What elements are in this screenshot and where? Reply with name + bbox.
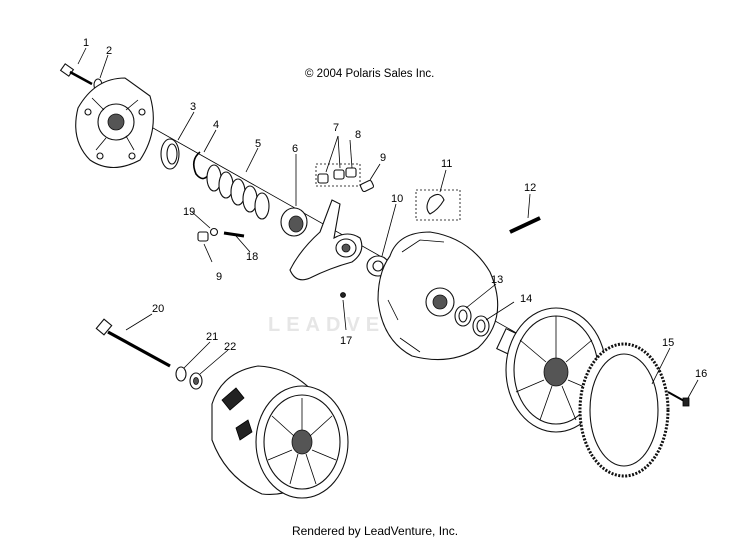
assembled-clutch[interactable]: [211, 365, 349, 499]
footer-credit: Rendered by LeadVenture, Inc.: [291, 524, 459, 538]
callout-5: 5: [255, 138, 261, 150]
callout-16: 16: [695, 368, 707, 380]
part-6-spider-bushing[interactable]: [280, 207, 308, 237]
callout-6: 6: [292, 143, 298, 155]
callout-9-upper: 9: [380, 152, 386, 164]
callout-8: 8: [355, 129, 361, 141]
part-15-ring-gear[interactable]: [578, 342, 670, 478]
moveable-sheave[interactable]: [377, 231, 499, 361]
part-12-pin[interactable]: [509, 216, 541, 234]
callout-7: 7: [333, 122, 339, 134]
part-18-pin[interactable]: [223, 231, 245, 238]
callout-10: 10: [391, 193, 403, 205]
callout-11: 11: [441, 158, 452, 170]
part-1-bolt[interactable]: [59, 63, 93, 86]
copyright-text: © 2004 Polaris Sales Inc.: [305, 68, 435, 80]
part-3-bushing[interactable]: [160, 138, 180, 170]
callout-17: 17: [340, 335, 352, 347]
callout-18: 18: [246, 251, 258, 263]
part-17-pin[interactable]: [340, 292, 346, 298]
callout-22: 22: [224, 341, 236, 353]
leader-lines: [77, 47, 699, 399]
part-9-pin-upper[interactable]: [359, 179, 375, 193]
part-16-bolt[interactable]: [667, 391, 690, 407]
cover-plate[interactable]: [75, 77, 154, 169]
part-14-washer[interactable]: [472, 315, 490, 337]
callout-1: 1: [83, 37, 89, 49]
part-21-washer[interactable]: [175, 366, 187, 382]
callout-12: 12: [524, 182, 536, 194]
callout-3: 3: [190, 101, 196, 113]
part-19-washer[interactable]: [197, 227, 219, 242]
part-11-flyweight[interactable]: [415, 189, 461, 221]
part-7-8-rollers[interactable]: [315, 163, 361, 187]
callout-9-lower: 9: [216, 271, 222, 283]
part-13-washer[interactable]: [454, 305, 472, 327]
callout-labels: 1 2 3 4 5 6 7 8 9 9 10 11 12 13 14 15 16…: [83, 37, 707, 380]
callout-19: 19: [183, 206, 195, 218]
callout-15: 15: [662, 337, 674, 349]
part-20-long-bolt[interactable]: [95, 318, 171, 368]
part-4-snap-ring[interactable]: [192, 151, 211, 180]
callout-21: 21: [206, 331, 218, 343]
callout-20: 20: [152, 303, 164, 315]
callout-2: 2: [106, 45, 112, 57]
callout-13: 13: [491, 274, 503, 286]
part-22-nut[interactable]: [189, 372, 203, 390]
part-5-spring[interactable]: [206, 164, 270, 220]
callout-14: 14: [520, 293, 532, 305]
spider-arm[interactable]: [289, 199, 363, 281]
callout-4: 4: [213, 119, 219, 131]
